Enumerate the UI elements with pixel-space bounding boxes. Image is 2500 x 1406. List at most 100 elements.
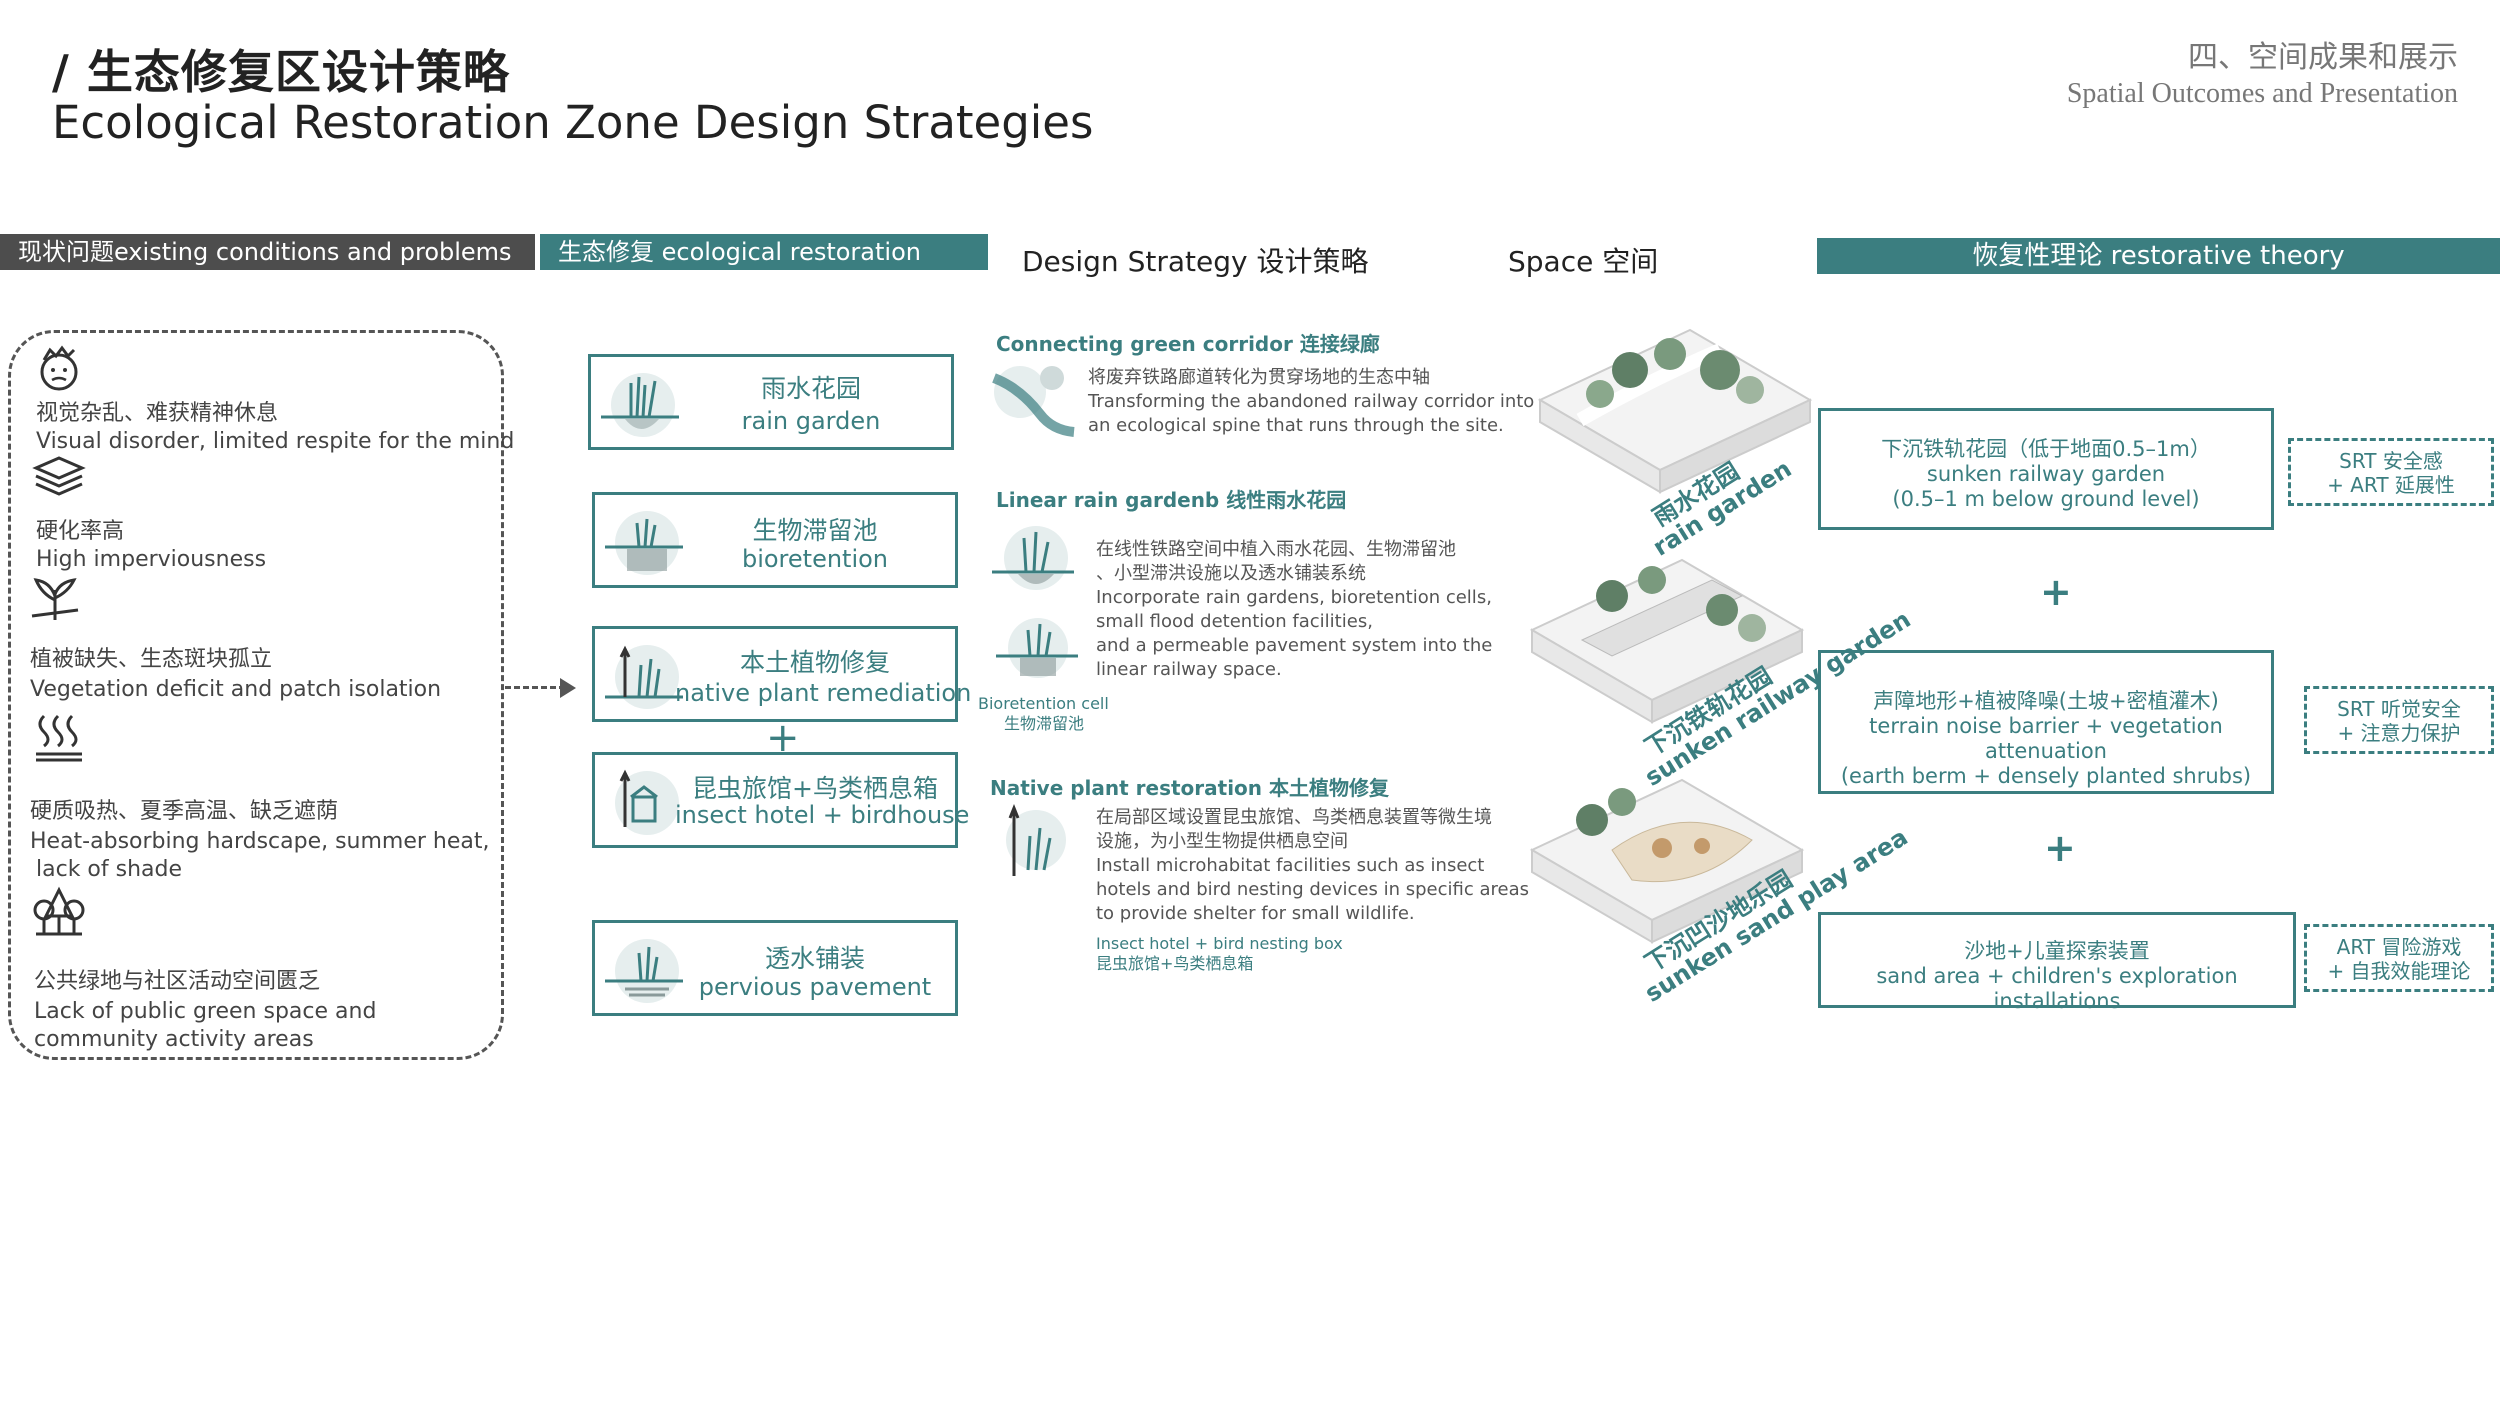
insect-hotel-caption-en: Insect hotel + bird nesting box [1096, 934, 1343, 953]
theory-plus-2: + [2044, 826, 2076, 870]
sunken-railway-garden-block [1529, 558, 1805, 724]
pervious-pavement-cn: 透水铺装 [764, 944, 865, 973]
bioretention-en: bioretention [741, 545, 889, 573]
theory-3-line-1: 沙地+儿童探索装置 [1964, 939, 2150, 963]
bioretention-caption-en: Bioretention cell [978, 694, 1109, 713]
flow-arrow-line [505, 686, 565, 689]
strategy-corridor-line-1: 将废弃铁路廊道转化为贯穿场地的生态中轴 [1088, 367, 1430, 388]
strategy-corridor-line-3: an ecological spine that runs through th… [1088, 415, 1504, 436]
pervious-pavement-icon [605, 939, 683, 1003]
page-title-en: Ecological Restoration Zone Design Strat… [52, 96, 1094, 149]
theory-box-1: 下沉铁轨花园（低于地面0.5–1m） sunken railway garden… [1818, 408, 2274, 530]
problems-header: 现状问题existing conditions and problems [0, 234, 535, 270]
green-corridor-icon [992, 366, 1075, 437]
rain-garden-strategy-icon [992, 526, 1074, 590]
flow-arrow-head [560, 678, 576, 698]
sparse-plant-icon [31, 578, 79, 620]
strategy-linear-line-1: 在线性铁路空间中植入雨水花园、生物滞留池 [1096, 539, 1456, 560]
strategy-linear-line-5: and a permeable pavement system into the [1096, 635, 1493, 656]
theory-note-2-line-2: + 注意力保护 [2337, 721, 2461, 745]
problem-4-en-2: lack of shade [36, 857, 183, 882]
theory-note-2: SRT 听觉安全 + 注意力保护 [2304, 686, 2494, 754]
restoration-card-insect-hotel: 昆虫旅馆+鸟类栖息箱 insect hotel + birdhouse [592, 752, 970, 848]
heat-waves-icon [36, 714, 82, 762]
problem-2-cn: 硬化率高 [36, 519, 125, 544]
theory-note-3-line-1: ART 冒险游戏 [2336, 935, 2462, 959]
native-plant-cn: 本土植物修复 [739, 648, 890, 677]
rain-garden-cn: 雨水花园 [760, 374, 861, 403]
strategy-corridor-head: Connecting green corridor 连接绿廊 [996, 332, 1380, 356]
strategy-linear-head: Linear rain gardenb 线性雨水花园 [996, 488, 1347, 512]
strategy-native-line-4: hotels and bird nesting devices in speci… [1096, 879, 1529, 900]
restoration-card-pervious-pavement: 透水铺装 pervious pavement [592, 920, 958, 1016]
problem-5-cn: 公共绿地与社区活动空间匮乏 [34, 969, 321, 994]
strategy-native-line-3: Install microhabitat facilities such as … [1096, 855, 1485, 876]
strategy-linear-line-4: small flood detention facilities, [1096, 611, 1373, 632]
theory-1-line-2: sunken railway garden [1926, 462, 2166, 486]
theory-note-3: ART 冒险游戏 + 自我效能理论 [2304, 924, 2494, 992]
problem-1-en: Visual disorder, limited respite for the… [36, 429, 515, 454]
bioretention-strategy-icon [996, 618, 1078, 678]
paved-layers-icon [32, 456, 86, 496]
section-title-en: Spatial Outcomes and Presentation [2066, 78, 2458, 109]
insect-hotel-en: insect hotel + birdhouse [675, 801, 970, 829]
pervious-pavement-en: pervious pavement [698, 973, 932, 1001]
theory-note-2-line-1: SRT 听觉安全 [2337, 697, 2461, 721]
theory-note-1: SRT 安全感 + ART 延展性 [2288, 438, 2494, 506]
restoration-card-bioretention: 生物滞留池 bioretention [592, 492, 958, 588]
strategy-native-line-5: to provide shelter for small wildlife. [1096, 903, 1415, 924]
native-plant-icon [605, 645, 683, 709]
problems-panel [8, 330, 504, 1060]
problem-4-en: Heat-absorbing hardscape, summer heat, [30, 829, 490, 854]
problem-2-en: High imperviousness [36, 547, 267, 572]
theory-1-line-3: (0.5–1 m below ground level) [1892, 487, 2200, 511]
theory-2-line-3: (earth berm + densely planted shrubs) [1840, 764, 2252, 788]
strategy-corridor-line-2: Transforming the abandoned railway corri… [1088, 391, 1535, 412]
problem-3-cn: 植被缺失、生态斑块孤立 [30, 647, 273, 672]
insect-hotel-icon [615, 769, 679, 835]
strategy-header: Design Strategy 设计策略 [1022, 245, 1369, 278]
strategy-native-line-1: 在局部区域设置昆虫旅馆、鸟类栖息装置等微生境 [1096, 807, 1492, 828]
theory-header: 恢复性理论 restorative theory [1817, 238, 2500, 274]
problem-3-en: Vegetation deficit and patch isolation [30, 677, 442, 702]
strategy-linear-line-3: Incorporate rain gardens, bioretention c… [1096, 587, 1492, 608]
sunken-sand-play-block [1529, 778, 1805, 944]
native-plant-en: native plant remediation [675, 679, 972, 707]
restoration-card-rain-garden: 雨水花园 rain garden [588, 354, 954, 450]
theory-note-1-line-2: + ART 延展性 [2327, 473, 2455, 497]
problem-5-en-2: community activity areas [34, 1027, 314, 1052]
bioretention-caption-cn: 生物滞留池 [1004, 714, 1085, 733]
strategy-native-line-2: 设施，为小型生物提供栖息空间 [1096, 831, 1348, 852]
insect-hotel-caption-cn: 昆虫旅馆+鸟类栖息箱 [1096, 954, 1254, 973]
strategy-linear-line-6: linear railway space. [1096, 659, 1282, 680]
insect-hotel-strategy-icon [1006, 803, 1066, 876]
restoration-plus: + [766, 715, 800, 761]
theory-plus-1: + [2040, 570, 2072, 614]
restoration-card-native-plant: 本土植物修复 native plant remediation [592, 626, 972, 722]
rain-garden-block [1537, 328, 1813, 494]
theory-2-line-1: 声障地形+植被降噪(土坡+密植灌木) [1873, 689, 2219, 713]
tree-cluster-icon [33, 886, 85, 936]
restoration-header: 生态修复 ecological restoration [540, 234, 988, 270]
theory-2-line-2: terrain noise barrier + vegetation atten… [1869, 714, 2223, 763]
stressed-face-icon [40, 345, 78, 391]
bioretention-cn: 生物滞留池 [752, 516, 878, 545]
problem-1-cn: 视觉杂乱、难获精神休息 [36, 401, 279, 426]
strategy-linear-line-2: 、小型滞洪设施以及透水铺装系统 [1096, 563, 1366, 584]
theory-box-2: 声障地形+植被降噪(土坡+密植灌木) terrain noise barrier… [1818, 650, 2274, 794]
strategy-native-head: Native plant restoration 本土植物修复 [990, 776, 1389, 800]
theory-note-1-line-1: SRT 安全感 [2339, 449, 2443, 473]
section-title-cn: 四、空间成果和展示 [2188, 40, 2458, 75]
bioretention-icon [605, 511, 683, 575]
theory-box-3: 沙地+儿童探索装置 sand area + children's explora… [1818, 912, 2296, 1013]
insect-hotel-cn: 昆虫旅馆+鸟类栖息箱 [692, 774, 938, 803]
theory-note-3-line-2: + 自我效能理论 [2327, 959, 2471, 983]
rain-garden-en: rain garden [741, 407, 881, 435]
problem-5-en: Lack of public green space and [34, 999, 377, 1024]
page-title-cn: / 生态修复区设计策略 [52, 45, 510, 99]
problem-4-cn: 硬质吸热、夏季高温、缺乏遮荫 [30, 799, 339, 824]
theory-3-line-2: sand area + children's exploration insta… [1876, 964, 2238, 1013]
theory-1-line-1: 下沉铁轨花园（低于地面0.5–1m） [1881, 437, 2211, 461]
space-header: Space 空间 [1508, 245, 1659, 278]
rain-garden-icon [601, 373, 679, 437]
